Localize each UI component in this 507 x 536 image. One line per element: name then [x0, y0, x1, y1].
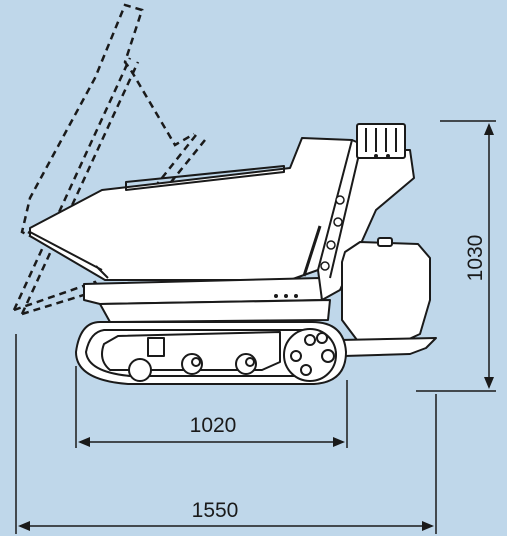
arrow-height-top — [484, 123, 494, 135]
sprocket-bolt — [290, 350, 302, 362]
dimension-lines — [15, 120, 496, 534]
machine-body — [29, 123, 437, 385]
skip-hinge-link — [29, 231, 109, 279]
arrow-track-left — [78, 437, 90, 447]
dimension-label-overall-length: 1550 — [192, 499, 239, 522]
dimension-label-track-length: 1020 — [190, 414, 237, 437]
column-hole — [326, 240, 336, 250]
raised-skip-front-edge — [99, 139, 206, 271]
control-box — [356, 123, 406, 159]
road-wheel — [128, 358, 152, 382]
column-inner-line — [329, 149, 361, 279]
dimension-arrows — [18, 123, 494, 531]
rear-step — [339, 337, 437, 357]
column-hole — [320, 261, 330, 271]
road-wheel — [191, 357, 201, 367]
skip-lowered — [29, 137, 353, 281]
engine-block — [341, 241, 431, 345]
dimension-label-height: 1030 — [464, 235, 487, 282]
chassis-bolt — [294, 294, 298, 298]
sprocket-bolt — [300, 364, 312, 376]
skip-rim — [125, 165, 285, 191]
chassis-lower — [99, 299, 331, 323]
sprocket-bolt — [316, 332, 328, 344]
raised-skip-lower-outline — [12, 57, 140, 315]
arrow-track-right — [333, 437, 345, 447]
sprocket-bolt — [304, 334, 316, 346]
chassis-bolt — [284, 294, 288, 298]
chassis-bolt — [274, 294, 278, 298]
engine-cap — [377, 237, 393, 247]
column-hole — [335, 195, 345, 205]
column-holes — [320, 195, 345, 271]
chassis-bolt — [386, 154, 390, 158]
column-bar — [302, 225, 322, 277]
road-wheel — [245, 357, 255, 367]
arrow-overall-left — [18, 521, 30, 531]
sprocket-hub — [321, 349, 335, 363]
chassis-bolts — [274, 154, 390, 298]
control-levers — [365, 128, 397, 152]
arrow-overall-right — [422, 521, 434, 531]
arrow-height-bottom — [484, 377, 494, 389]
chassis-bolt — [374, 154, 378, 158]
column-hole — [333, 217, 343, 227]
track-plate — [147, 337, 165, 357]
